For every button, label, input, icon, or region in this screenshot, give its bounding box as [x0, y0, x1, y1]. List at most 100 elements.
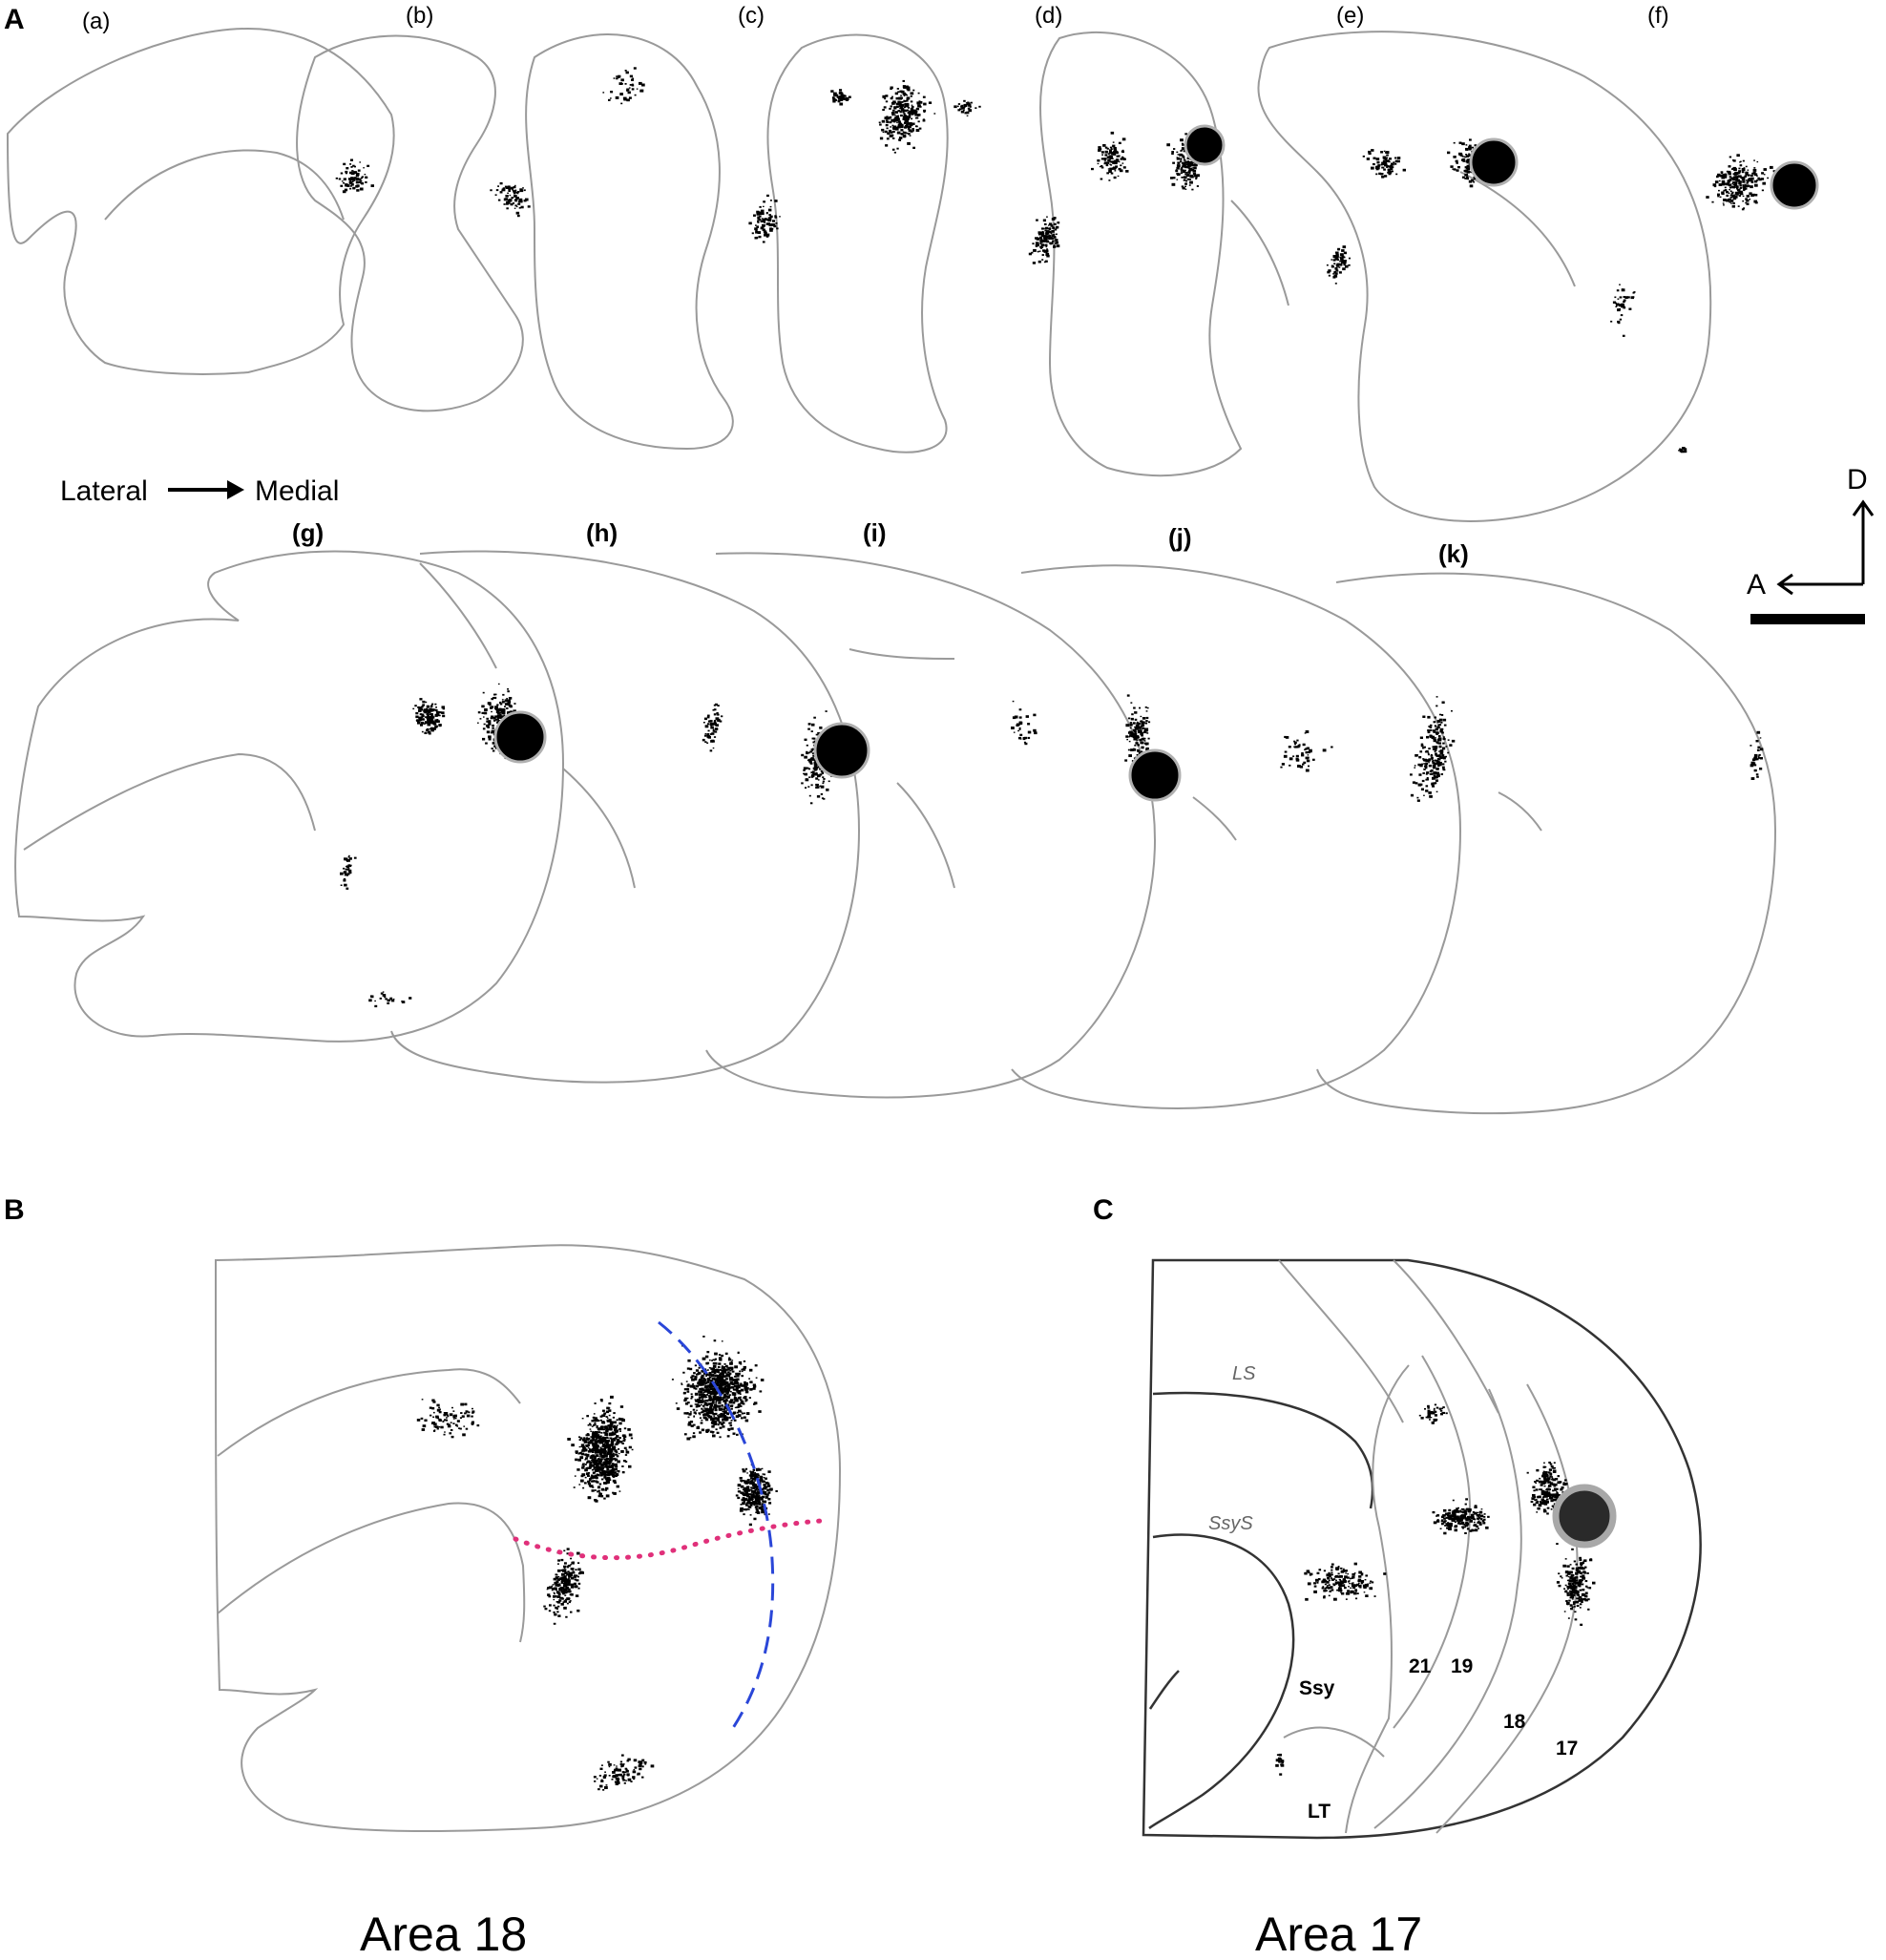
label-dot	[692, 1435, 696, 1439]
label-dot	[712, 1401, 715, 1403]
label-dot	[715, 1401, 718, 1403]
section-a-inner	[104, 149, 345, 221]
label-dot	[576, 1609, 580, 1612]
label-dot	[815, 787, 817, 789]
label-dot	[886, 127, 889, 130]
label-dot	[841, 95, 845, 98]
label-dot	[623, 1439, 626, 1441]
label-dot	[1433, 1409, 1435, 1411]
label-dot	[623, 1779, 626, 1781]
label-dot	[1759, 737, 1762, 739]
label-dot	[344, 188, 348, 192]
label-dot	[901, 101, 904, 103]
label-dot	[1108, 179, 1111, 181]
label-dot	[352, 179, 355, 181]
label-dot	[625, 1769, 629, 1773]
label-dot	[933, 113, 936, 115]
label-dot	[761, 218, 764, 220]
label-dot	[507, 192, 509, 194]
label-dot	[479, 718, 482, 720]
label-dot	[1435, 1406, 1439, 1409]
label-dot	[839, 102, 844, 106]
label-dot	[1181, 142, 1184, 145]
label-dot	[610, 1421, 613, 1423]
label-dot	[428, 722, 431, 725]
label-dot	[897, 91, 900, 94]
label-dot	[389, 997, 393, 1000]
label-dot	[346, 859, 349, 862]
label-dot	[714, 1380, 717, 1383]
label-dot	[602, 1443, 606, 1446]
label-dot	[575, 1569, 577, 1571]
label-dot	[1129, 724, 1133, 727]
label-dot	[612, 1445, 615, 1449]
label-dot	[765, 233, 770, 237]
label-dot	[814, 760, 816, 762]
label-dot	[761, 1510, 765, 1514]
label-dot	[718, 1414, 721, 1416]
label-dot	[1343, 256, 1346, 259]
label-dot	[1428, 762, 1430, 764]
label-dot	[1451, 1519, 1455, 1522]
label-dot	[598, 1453, 603, 1456]
label-dot	[1753, 159, 1755, 161]
label-dot	[608, 1461, 612, 1464]
label-dot	[1305, 769, 1310, 772]
label-dot	[1729, 194, 1732, 197]
label-dot	[1381, 176, 1385, 179]
label-dot	[978, 105, 981, 108]
label-dot	[546, 1589, 549, 1591]
label-dot	[1439, 749, 1444, 753]
label-dot	[616, 1455, 619, 1458]
label-dot	[1436, 757, 1440, 761]
label-dot	[694, 1376, 698, 1379]
label-dot	[387, 1001, 390, 1004]
label-dot	[447, 1424, 451, 1428]
label-dot	[1483, 1516, 1486, 1518]
label-dot	[908, 129, 912, 132]
label-dot	[1395, 173, 1398, 176]
label-dot	[1170, 177, 1174, 179]
label-dot	[1041, 227, 1044, 230]
label-dot	[1137, 749, 1140, 752]
label-dot	[723, 1408, 726, 1411]
label-dot	[737, 1384, 740, 1386]
label-dot	[454, 1423, 458, 1426]
label-dot	[1048, 224, 1050, 226]
label-dot	[809, 758, 811, 761]
label-dot	[1146, 706, 1149, 709]
label-dot	[496, 704, 499, 706]
orientation-lateral: Lateral	[60, 475, 148, 507]
label-dot	[1334, 267, 1338, 270]
label-dot	[1746, 195, 1750, 198]
label-dot	[1432, 760, 1434, 763]
label-dot	[1759, 757, 1763, 760]
label-dot	[1427, 1404, 1430, 1407]
label-dot	[1446, 1527, 1449, 1529]
label-dot	[716, 1370, 720, 1373]
label-dot	[755, 1508, 759, 1511]
label-dot	[1183, 179, 1186, 181]
label-dot	[513, 192, 516, 195]
label-dot	[594, 1469, 598, 1472]
label-dot	[1128, 740, 1131, 743]
label-dot	[730, 1386, 734, 1389]
label-dot	[420, 1417, 424, 1420]
label-dot	[746, 1495, 749, 1498]
label-dot	[560, 1558, 564, 1562]
label-dot	[547, 1593, 551, 1596]
label-dot	[1753, 755, 1758, 759]
label-dot	[744, 1489, 746, 1492]
label-dot	[605, 1461, 608, 1464]
label-dot	[606, 1468, 610, 1471]
label-dot	[423, 709, 427, 713]
label-dot	[748, 1474, 752, 1477]
label-dot	[1125, 724, 1130, 727]
label-dot	[702, 1375, 705, 1377]
label-dot	[345, 183, 348, 186]
label-dot	[892, 137, 895, 139]
label-dot	[419, 713, 423, 716]
label-dot	[771, 227, 774, 230]
label-dot	[1420, 743, 1424, 746]
label-dot	[1127, 748, 1130, 751]
